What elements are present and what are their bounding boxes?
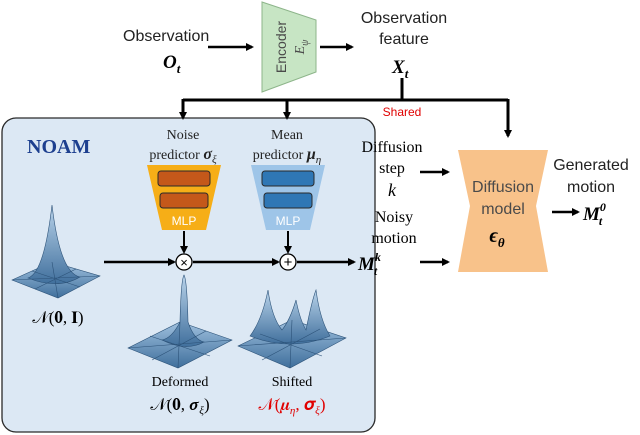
multiply-symbol: × [180,255,188,270]
shifted-surface [237,288,347,369]
mean-mlp-label: MLP [276,214,301,228]
add-operator [279,253,297,271]
noise-predictor-line1: Noise [167,128,200,143]
diffusion-step-symbol: k [388,180,397,200]
shifted-label: Shifted [272,375,312,390]
feature-label-1: Observation [361,10,447,27]
diffusion-model-line1: Diffusion [472,179,534,196]
diffusion-model-line2: model [481,201,525,218]
add-symbol: + [284,254,293,271]
encoder-block [261,1,317,93]
diffusion-model-block [458,150,548,272]
noise-mlp-bar-2 [159,192,209,209]
deformed-surface [127,274,233,369]
noisy-motion-line1: Noisy [375,209,413,226]
mean-mlp-bar-1 [261,170,315,187]
deformed-label: Deformed [152,375,209,390]
encoder-symbol: Eψ [293,39,311,56]
mean-predictor-line1: Mean [271,128,303,143]
observation-symbol: Ot [163,52,181,76]
diffusion-step-line1: Diffusion [361,139,422,156]
noise-mlp-label: MLP [172,214,197,228]
deformed-formula: 𝒩(𝟎, 𝝈ξ) [150,395,209,417]
mean-mlp-bar-2 [263,192,313,209]
feature-symbol: Xt [391,57,409,81]
generated-motion-line1: Generated [553,157,629,174]
shifted-formula: 𝒩(𝝁η, 𝝈ξ) [258,395,325,417]
encoder-label: Encoder [273,21,289,73]
generated-motion-line2: motion [567,179,615,196]
shared-label: Shared [383,105,422,119]
noisy-motion-line2: motion [371,230,416,247]
standard-normal-formula: 𝒩(𝟎, 𝐈) [32,308,83,327]
diffusion-model-symbol: ϵθ [489,225,505,250]
noise-mlp-bar-1 [157,170,211,187]
diffusion-step-line2: step [379,160,405,177]
mean-predictor-line2: predictor μη [253,146,321,166]
multiply-operator [175,253,193,271]
observation-label: Observation [123,28,209,45]
standard-normal-surface [11,204,101,299]
noam-title: NOAM [27,136,90,158]
noise-predictor-line2: predictor σξ [149,146,217,166]
feature-label-2: feature [379,31,429,48]
